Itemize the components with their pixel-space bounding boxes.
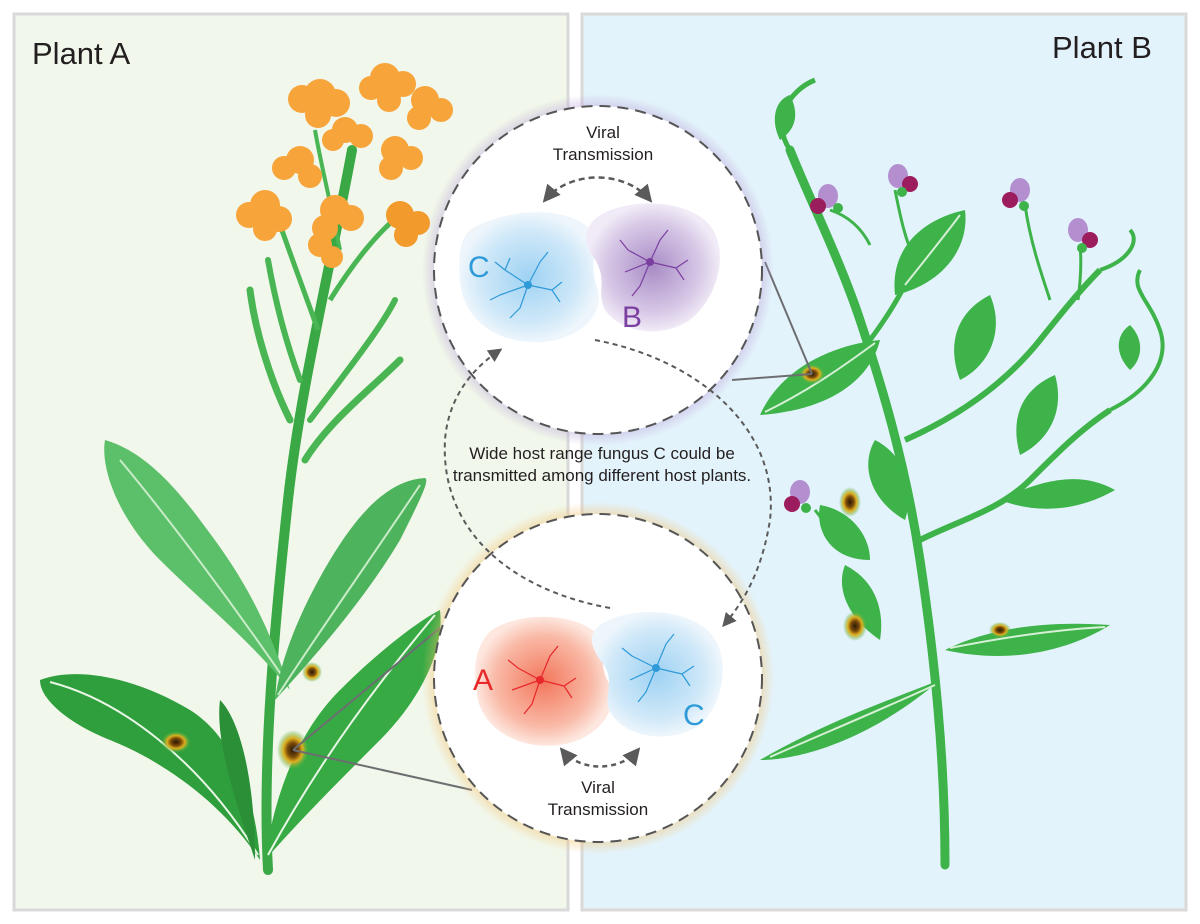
fungus-label-b-top: B [622, 301, 642, 334]
viral-transmission-label-top: Viral Transmission [548, 122, 658, 166]
lesion-plant-b-3 [843, 611, 867, 641]
host-range-note: Wide host range fungus C could be transm… [452, 443, 752, 487]
fungus-label-a-bottom: A [473, 664, 493, 697]
lesion-plant-a-1 [161, 731, 191, 753]
fungus-label-c-bottom: C [683, 699, 705, 732]
plant-b-title: Plant B [1052, 30, 1152, 66]
viral-transmission-label-bottom: Viral Transmission [533, 777, 663, 821]
lesion-plant-b-4 [989, 622, 1011, 638]
plant-a-title: Plant A [32, 36, 130, 72]
fungus-label-c-top: C [468, 251, 490, 284]
lesion-plant-a-3 [302, 662, 322, 682]
lesion-plant-b-2 [839, 487, 861, 517]
